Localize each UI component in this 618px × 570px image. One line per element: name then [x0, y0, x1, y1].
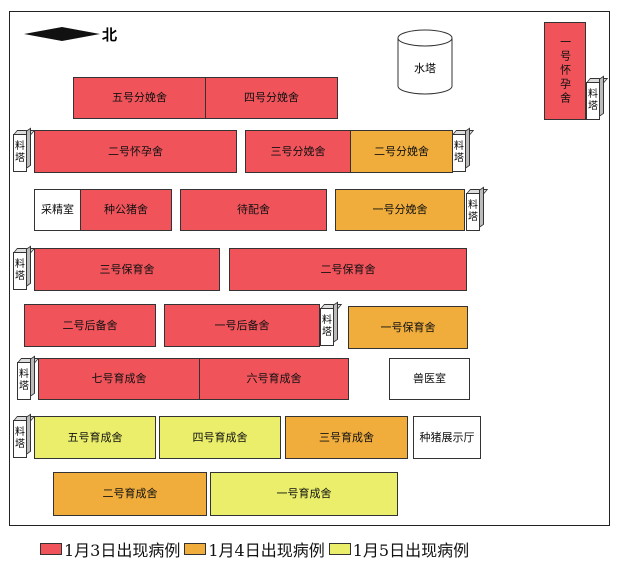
building-qihao-yucheng: 七号育成舍 — [38, 358, 200, 400]
building-erhao-yucheng: 二号育成舍 — [53, 472, 207, 516]
north-arrow-icon — [24, 27, 100, 41]
building-sanhao-baoyu: 三号保育舍 — [34, 248, 220, 291]
feed-tower: 料塔 — [466, 186, 489, 231]
building-sanhao-fenmian: 三号分娩舍 — [245, 130, 351, 173]
feed-tower: 料塔 — [320, 301, 343, 346]
building-erhao-huaiyun: 二号怀孕舍 — [34, 130, 237, 173]
legend-item: 1月3日出现病例 — [40, 537, 180, 561]
feed-tower-label: 料塔 — [17, 362, 31, 400]
building-yihao-fenmian: 一号分娩舍 — [335, 189, 465, 231]
legend-swatch-jan3 — [40, 543, 62, 555]
building-erhao-baoyu: 二号保育舍 — [229, 248, 467, 291]
building-wuhao-yucheng: 五号育成舍 — [34, 416, 156, 459]
building-sanhao-yucheng: 三号育成舍 — [285, 416, 408, 459]
feed-tower-label: 料塔 — [13, 252, 27, 290]
legend-label-jan3: 1月3日出现病例 — [64, 541, 181, 560]
feed-tower: 料塔 — [452, 127, 475, 172]
legend-swatch-jan4 — [184, 543, 207, 555]
building-sihao-yucheng: 四号育成舍 — [159, 416, 281, 459]
legend-item: 1月4日出现病例 — [184, 537, 325, 561]
feed-tower-label: 料塔 — [320, 308, 334, 346]
building-yihao-huaiyun: 一号怀孕舍 — [544, 22, 586, 120]
legend-swatch-jan5 — [328, 543, 351, 555]
building-erhao-houbei: 二号后备舍 — [24, 304, 156, 347]
building-sihao-fenmian: 四号分娩舍 — [205, 77, 338, 119]
feed-tower: 料塔 — [13, 245, 36, 290]
building-yihao-houbei: 一号后备舍 — [164, 304, 320, 347]
feed-tower: 料塔 — [13, 127, 36, 172]
feed-tower: 料塔 — [13, 413, 36, 458]
building-caijingshi: 采精室 — [34, 189, 81, 231]
feed-tower-label: 料塔 — [466, 193, 480, 231]
building-zhongzhu-zhanshi: 种猪展示厅 — [413, 416, 481, 459]
water-tower-label: 水塔 — [414, 62, 436, 75]
building-zhonggongzhu: 种公猪舍 — [80, 189, 172, 231]
water-tower-icon — [397, 29, 453, 95]
north-label: 北 — [102, 26, 118, 44]
legend: 1月3日出现病例 1月4日出现病例 1月5日出现病例 — [40, 537, 473, 561]
building-erhao-fenmian: 二号分娩舍 — [350, 130, 453, 173]
building-yihao-baoyu: 一号保育舍 — [348, 306, 468, 349]
legend-label-jan5: 1月5日出现病例 — [352, 541, 470, 560]
legend-label-jan4: 1月4日出现病例 — [208, 541, 325, 560]
feed-tower: 料塔 — [586, 75, 609, 120]
building-shouyishi: 兽医室 — [389, 358, 470, 400]
building-liuhao-yucheng: 六号育成舍 — [199, 358, 349, 400]
building-daipei: 待配舍 — [180, 189, 327, 231]
feed-tower: 料塔 — [17, 355, 40, 400]
legend-item: 1月5日出现病例 — [328, 537, 470, 561]
feed-tower-label: 料塔 — [586, 82, 600, 120]
building-wuhao-fenmian: 五号分娩舍 — [73, 77, 206, 119]
feed-tower-label: 料塔 — [452, 134, 466, 172]
feed-tower-label: 料塔 — [13, 134, 27, 172]
feed-tower-label: 料塔 — [13, 420, 27, 458]
building-yihao-yucheng: 一号育成舍 — [210, 472, 398, 516]
